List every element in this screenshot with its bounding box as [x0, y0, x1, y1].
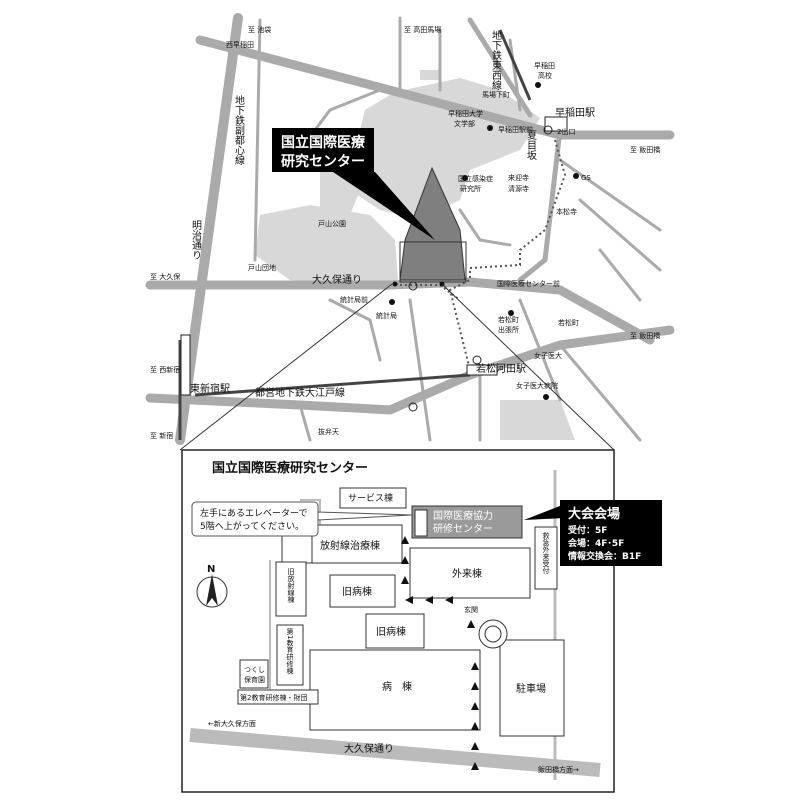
zoom-lines: [179, 283, 615, 451]
subway-icons: [408, 125, 553, 412]
place-waseda-hs-2: 高校: [538, 71, 552, 80]
overview-title-line1: 国立国際医療: [281, 134, 366, 151]
rail-oedo: 都営地下鉄大江戸線: [255, 386, 345, 399]
entrance-roundabout-inner: [484, 625, 502, 643]
poi-dots: [389, 82, 579, 400]
station-waseda: 早稲田駅: [555, 107, 595, 119]
rail-tozai: 地下鉄東西線: [490, 29, 502, 90]
venue-pointer: [524, 504, 565, 520]
edge-ikebukuro: 至 池袋: [248, 25, 271, 34]
campus-dir-right: 飯田橋方面→: [538, 765, 579, 774]
overview-title-box: [272, 128, 374, 172]
place-waseda-univ-2: 文学部: [454, 119, 475, 128]
ix-nishiwaseda: 西早稲田: [226, 40, 254, 49]
title-pointer: [330, 170, 435, 240]
station-wakamatsukawada: 若松河田駅: [476, 362, 526, 375]
edge-okubo: 至 大久保: [150, 272, 180, 281]
place-twmu: 女子医大病院: [516, 381, 558, 390]
rail-lines: [178, 29, 532, 440]
bldg-parking: 駐車場: [516, 682, 546, 695]
venue-building-side: [414, 509, 428, 537]
bldg-education2: 第2教育研修棟・財団: [240, 693, 307, 702]
venue-line2: 会場：4F･5F: [568, 537, 624, 549]
edge-iidabashi: 至 飯田橋: [630, 145, 660, 154]
elevator-note-1: 左手にあるエレベーターで: [200, 507, 307, 519]
bldg-education1: 第1教育研修棟: [286, 627, 294, 675]
bldg-radiotherapy: 放射線治療棟: [320, 539, 380, 552]
bldg-old-ward: 旧病棟: [342, 585, 372, 598]
edge-shinjuku: 至 新宿: [150, 431, 173, 440]
ix-center-mae: 国際医療センター前: [497, 279, 560, 288]
station-higashishinjuku: 東新宿駅: [190, 382, 230, 395]
station-waseda-exit: 2出口: [557, 127, 575, 136]
place-honshoji: 本松寺: [556, 207, 577, 216]
campus-buildings: [237, 487, 565, 737]
place-toyama-danchi: 戸山団地: [248, 263, 276, 272]
venue-title: 大会会場: [568, 506, 620, 522]
target-site-outline: [399, 241, 467, 283]
bldg-emergency: 救急外来受付: [542, 531, 550, 575]
building-labels: サービス棟 放射線治療棟 国際医療協力 研修センター 外来棟 旧病棟 旧病棟 病…: [240, 492, 550, 702]
place-niid-2: 研究所: [460, 184, 481, 193]
overview-title-line2: 研究センター: [281, 153, 365, 170]
overview-labels: 至 池袋 至 高田馬場 至 飯田橋 至 大久保 至 西新宿 至 新宿 至 飯田橋…: [150, 25, 660, 440]
bldg-old-ward2: 旧病棟: [376, 625, 406, 638]
rail-fukutoshin: 地下鉄副都心線: [233, 94, 245, 165]
campus-dir-left: ←新大久保方面: [208, 719, 256, 728]
venue-box: [560, 500, 662, 566]
walking-route: [448, 139, 567, 371]
bldg-service: サービス棟: [348, 492, 393, 504]
ix-toukeikyoku-mae: 統計局前: [340, 295, 368, 304]
walking-arrows: [401, 536, 479, 770]
edge-nishishinjuku: 至 西新宿: [150, 365, 180, 374]
venue-building: [411, 505, 523, 539]
ix-waseda-eki-mae: 早稲田駅前: [498, 125, 533, 134]
entrance-label: 玄関: [464, 605, 478, 614]
place-toukeikyoku: 統計局: [376, 311, 397, 320]
bldg-daycare-2: 保育園: [244, 675, 265, 684]
bldg-daycare-1: つくし: [244, 666, 265, 674]
target-site-shape: [399, 166, 466, 281]
place-wakamatsu-2: 出張所: [498, 325, 519, 334]
road-natsume: 夏目坂: [525, 130, 537, 161]
north-label: N: [207, 564, 215, 575]
bldg-radiology-east: 旧放射線棟: [287, 568, 295, 604]
campus-title: 国立国際医療研究センター: [212, 460, 368, 476]
bldg-gaikan: 外来棟: [452, 567, 482, 580]
road-meiji: 明治通り: [190, 220, 202, 260]
elevator-note-pointer: [317, 511, 413, 521]
place-wakamatsu-1: 若松町: [498, 315, 519, 324]
elevator-note-2: 5階へ上がってください。: [200, 520, 304, 532]
place-gs: GS: [581, 174, 591, 182]
edge-iidabashi2: 至 飯田橋: [630, 331, 660, 340]
bldg-training-1: 国際医療協力: [433, 509, 493, 522]
venue-line3: 情報交換会：B1F: [567, 550, 641, 562]
place-waseda-univ-1: 早稲田大学: [448, 109, 483, 118]
place-toyama-park: 戸山公園: [318, 219, 346, 228]
bldg-ward: 病 棟: [382, 680, 412, 693]
place-seigenji: 清源寺: [508, 184, 529, 193]
place-niid-1: 国立感染症: [458, 174, 493, 183]
bldg-training-2: 研修センター: [433, 522, 493, 535]
campus-road-okubo: 大久保通り: [344, 742, 394, 755]
edge-takadanobaba: 至 高田馬場: [404, 25, 441, 34]
place-waseda-hs-1: 早稲田: [534, 61, 555, 70]
ix-nukebenten: 抜弁天: [318, 427, 339, 436]
venue-line1: 受付：5F: [568, 524, 607, 536]
place-raigoji: 来迎寺: [508, 173, 529, 182]
north-arrow: N: [196, 564, 228, 608]
ix-babashita: 馬場下町: [482, 90, 510, 99]
road-okubo: 大久保通り: [312, 273, 362, 286]
ix-joshi-idai: 女子医大: [534, 351, 562, 360]
ix-wakamatsucho: 若松町: [558, 318, 579, 327]
station-marks: [180, 116, 568, 396]
